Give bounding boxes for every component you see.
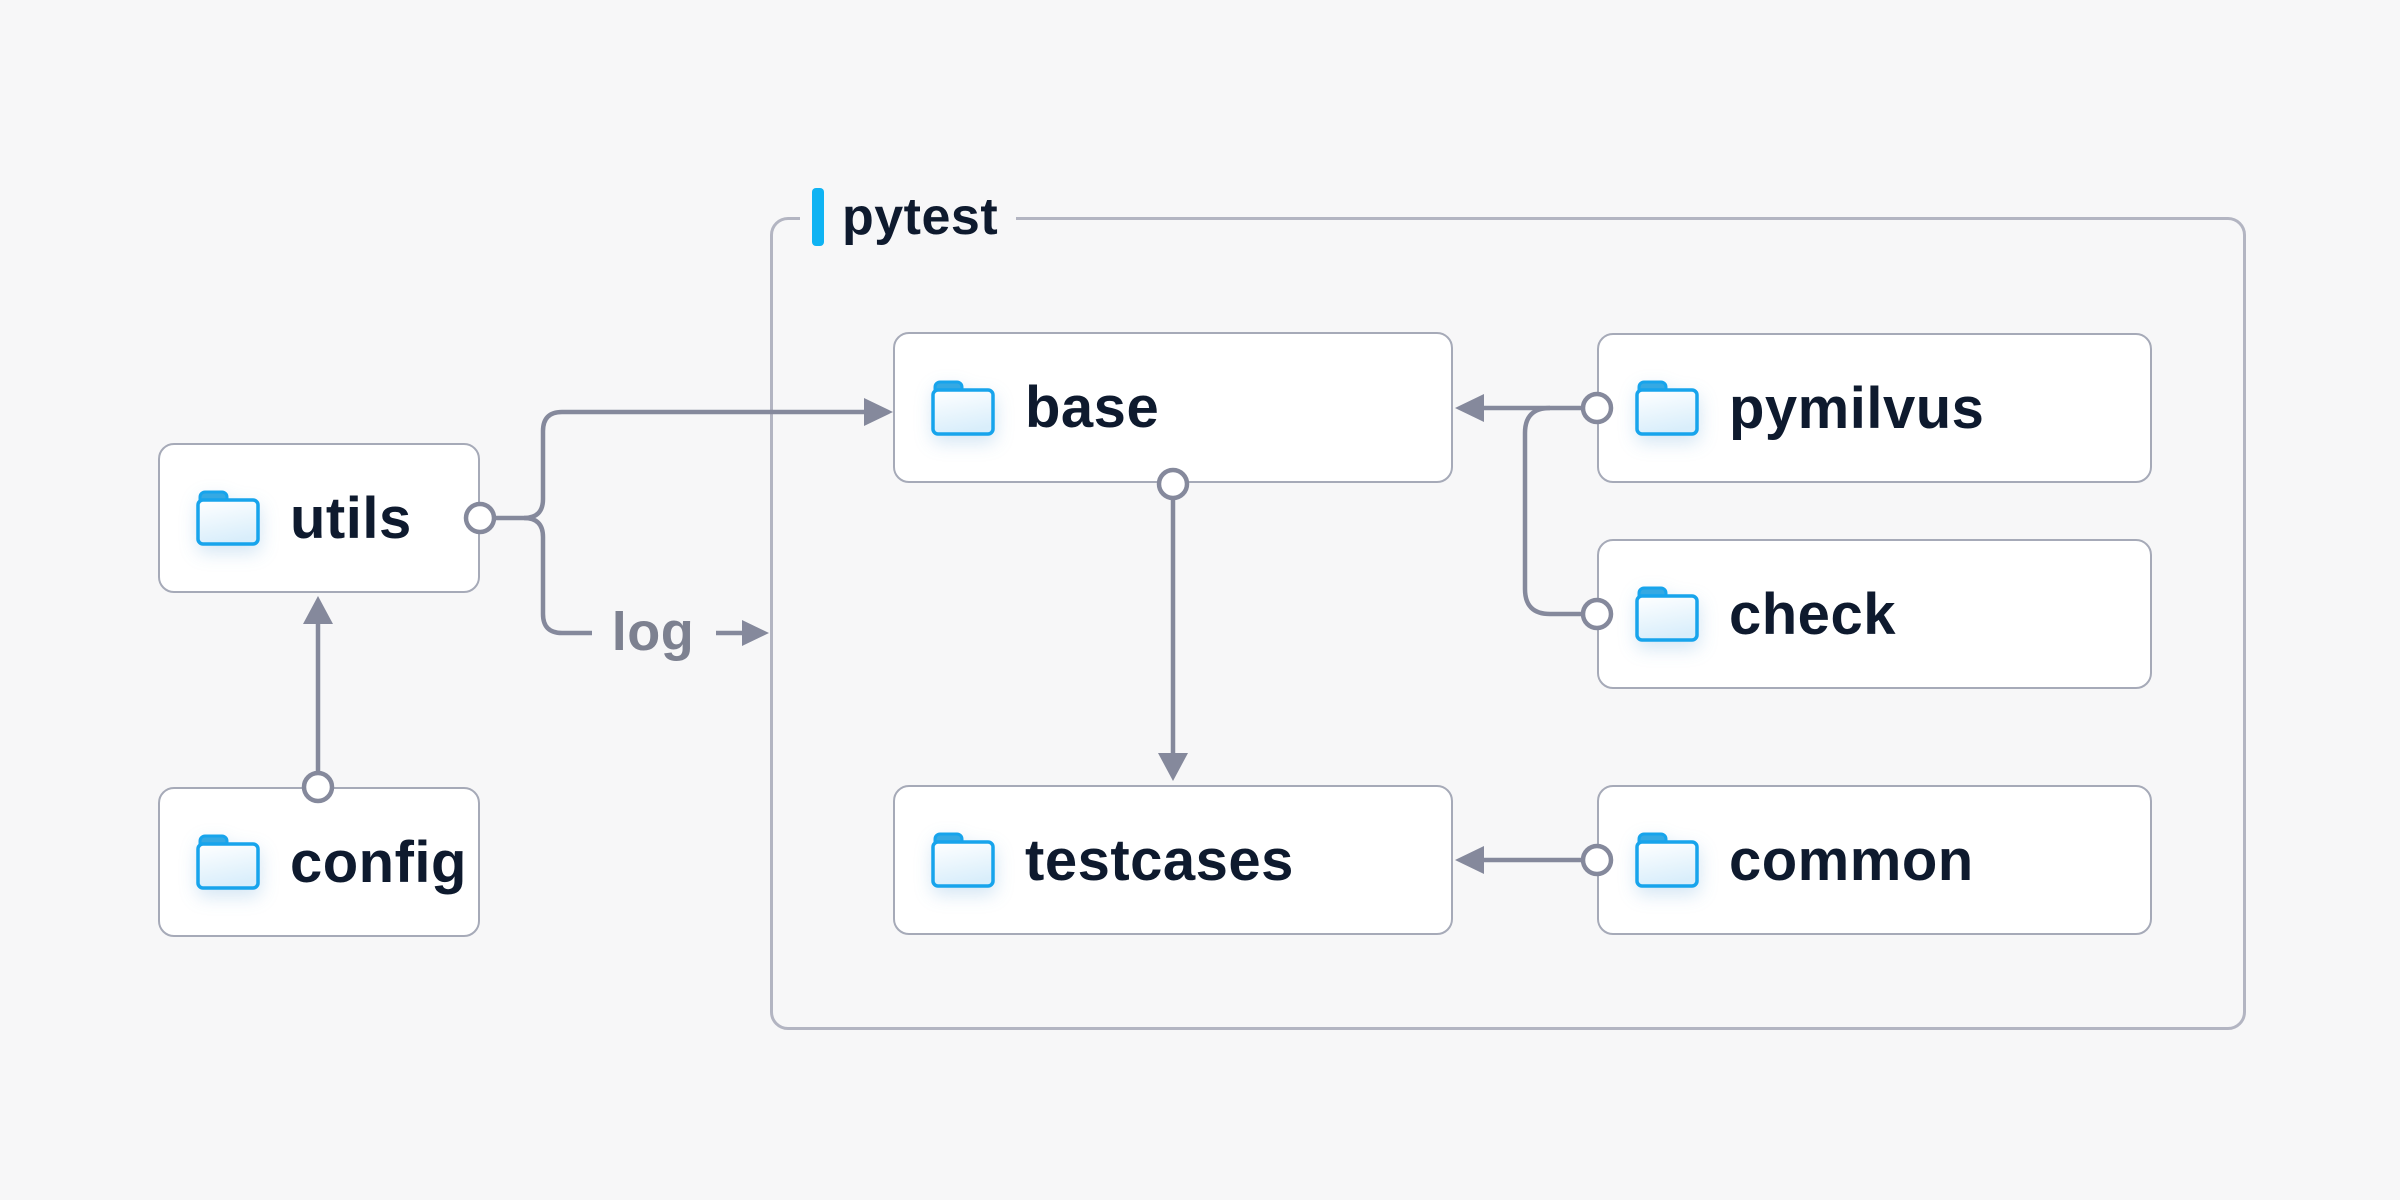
node-base-label: base [1025, 375, 1160, 440]
pytest-container-title: pytest [842, 188, 999, 246]
accent-bar [812, 188, 824, 246]
node-common: common [1597, 785, 2152, 935]
node-config-label: config [290, 829, 467, 895]
folder-icon [1635, 379, 1699, 437]
arrowhead-log-into-pytest [742, 620, 769, 646]
pytest-container-box [770, 217, 2246, 1030]
node-common-label: common [1729, 827, 1974, 893]
folder-icon [196, 489, 260, 547]
folder-icon [931, 379, 995, 437]
folder-icon [196, 833, 260, 891]
folder-icon [931, 831, 995, 889]
edge-label-log: log [611, 602, 695, 662]
node-testcases-label: testcases [1025, 827, 1294, 893]
node-testcases: testcases [893, 785, 1453, 935]
folder-icon [1635, 831, 1699, 889]
node-check-label: check [1729, 581, 1896, 647]
arrowhead-config-utils [303, 596, 333, 624]
pytest-container-label: pytest [800, 186, 1017, 248]
folder-icon [1635, 585, 1699, 643]
node-pymilvus: pymilvus [1597, 333, 2152, 483]
node-utils-label: utils [290, 485, 412, 551]
edge-utils-log [523, 515, 592, 636]
node-pymilvus-label: pymilvus [1729, 375, 1985, 441]
node-config: config [158, 787, 480, 937]
node-utils: utils [158, 443, 480, 593]
node-check: check [1597, 539, 2152, 689]
node-base: base [893, 332, 1453, 483]
